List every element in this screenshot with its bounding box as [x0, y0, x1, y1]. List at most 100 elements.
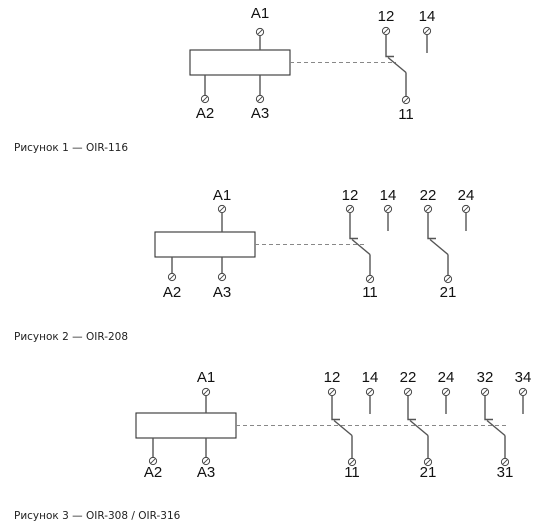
figure-caption: Рисунок 3 — OIR-308 / OIR-316	[14, 510, 181, 522]
figure-caption: Рисунок 1 — OIR-116	[14, 142, 128, 154]
terminal-nc	[480, 387, 490, 397]
coil-label-a1: A1	[197, 369, 215, 386]
terminal-nc	[381, 26, 391, 36]
contact-label-nc: 12	[342, 187, 359, 204]
terminal-no-slash	[520, 389, 526, 395]
terminal-a2	[148, 456, 158, 466]
contact-label-no: 24	[458, 187, 475, 204]
contact-label-nc: 12	[324, 369, 341, 386]
terminal-a2	[167, 272, 177, 282]
coil-label-a2: A2	[196, 105, 214, 122]
terminal-nc-slash	[425, 206, 431, 212]
contact-label-nc: 32	[477, 369, 494, 386]
terminal-a1-slash	[257, 29, 263, 35]
terminal-common	[365, 274, 375, 284]
contact-label-no: 34	[515, 369, 532, 386]
contact-label-nc: 22	[400, 369, 417, 386]
terminal-a2-slash	[202, 96, 208, 102]
contact-blade	[409, 419, 429, 437]
terminal-common	[443, 274, 453, 284]
coil-box	[154, 231, 256, 258]
contact-1: 12 14 11	[378, 8, 436, 123]
terminal-common-slash	[445, 276, 451, 282]
terminal-common-slash	[349, 459, 355, 465]
nc-leg	[427, 212, 436, 240]
terminal-common-slash	[502, 459, 508, 465]
terminal-common	[423, 457, 433, 467]
terminal-a1	[255, 27, 265, 37]
contact-label-nc: 12	[378, 8, 395, 25]
nc-leg	[407, 395, 416, 421]
contact-label-no: 14	[380, 187, 397, 204]
terminal-nc-slash	[405, 389, 411, 395]
terminal-common-slash	[367, 276, 373, 282]
figure-caption: Рисунок 2 — OIR-208	[14, 331, 128, 343]
terminal-nc	[423, 204, 433, 214]
terminal-no	[518, 387, 528, 397]
terminal-common-slash	[425, 459, 431, 465]
contact-blade	[486, 419, 506, 437]
terminal-a1	[217, 204, 227, 214]
coil-label-a3: A3	[251, 105, 269, 122]
terminal-nc	[403, 387, 413, 397]
contact-blade	[387, 56, 407, 74]
terminal-no-slash	[424, 28, 430, 34]
contact-label-nc: 22	[420, 187, 437, 204]
terminal-a1-slash	[219, 206, 225, 212]
terminal-no	[422, 26, 432, 36]
terminal-a3	[255, 94, 265, 104]
coil-label-a2: A2	[163, 284, 181, 301]
terminal-a2	[200, 94, 210, 104]
contact-blade	[429, 238, 449, 256]
terminal-common-slash	[403, 97, 409, 103]
terminal-a2-slash	[150, 458, 156, 464]
contact-label-no: 14	[419, 8, 436, 25]
terminal-no-slash	[385, 206, 391, 212]
contact-label-common: 21	[420, 464, 437, 481]
terminal-a3	[217, 272, 227, 282]
contact-blade	[351, 238, 371, 256]
nc-leg	[331, 395, 340, 421]
nc-leg	[484, 395, 493, 421]
terminal-common	[401, 95, 411, 105]
terminal-no-slash	[463, 206, 469, 212]
terminal-no	[461, 204, 471, 214]
terminal-no	[383, 204, 393, 214]
contact-blade	[333, 419, 353, 437]
terminal-common	[347, 457, 357, 467]
coil-label-a3: A3	[213, 284, 231, 301]
terminal-no	[441, 387, 451, 397]
terminal-nc	[327, 387, 337, 397]
coil-label-a3: A3	[197, 464, 215, 481]
coil-box	[135, 412, 237, 439]
coil-label-a1: A1	[213, 187, 231, 204]
coil-box	[189, 49, 291, 76]
terminal-a3-slash	[203, 458, 209, 464]
contact-3: 32 34 31	[477, 369, 532, 481]
terminal-a2-slash	[169, 274, 175, 280]
terminal-a1	[201, 387, 211, 397]
terminal-no-slash	[367, 389, 373, 395]
terminal-nc-slash	[482, 389, 488, 395]
terminal-nc-slash	[383, 28, 389, 34]
contact-label-no: 14	[362, 369, 379, 386]
terminal-nc	[345, 204, 355, 214]
contact-label-common: 11	[398, 106, 414, 123]
contact-label-common: 31	[497, 464, 514, 481]
contact-label-common: 21	[440, 284, 457, 301]
terminal-no	[365, 387, 375, 397]
terminal-a1-slash	[203, 389, 209, 395]
terminal-nc-slash	[347, 206, 353, 212]
contact-label-no: 24	[438, 369, 455, 386]
contact-2: 22 24 21	[420, 187, 475, 301]
terminal-nc-slash	[329, 389, 335, 395]
terminal-common	[500, 457, 510, 467]
terminal-a3-slash	[257, 96, 263, 102]
contact-2: 22 24 21	[400, 369, 455, 481]
terminal-no-slash	[443, 389, 449, 395]
